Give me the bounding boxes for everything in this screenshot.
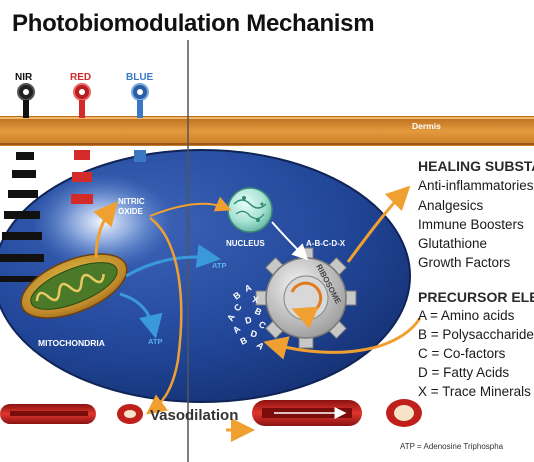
no-to-nucleus-arrow [149, 196, 232, 217]
mitochondria-organelle [20, 253, 128, 319]
svg-text:A: A [255, 340, 267, 352]
dermis-label: Dermis [412, 121, 441, 131]
letter-cluster: A B X C B A D C A D B A [225, 282, 268, 352]
healing-item: Analgesics [418, 198, 484, 213]
light-source-nir: NIR [0, 72, 46, 282]
vasodilation-label: Vasodilation [150, 407, 238, 424]
nucleus-to-ribosome-arrow [271, 221, 309, 261]
svg-text:B: B [231, 289, 242, 301]
atp-lower-label: ATP [148, 337, 162, 346]
ribosome-gear [255, 247, 357, 349]
atp-footnote: ATP = Adenosine Triphospha [400, 442, 504, 451]
precursor-item: C = Co-factors [418, 346, 506, 361]
light-source-red: RED [70, 72, 93, 204]
precursor-elements-heading: PRECURSOR ELEM [418, 289, 534, 305]
healing-item: Immune Boosters [418, 217, 524, 232]
healing-item: Anti-inflammatories [418, 178, 534, 193]
mito-to-no-arrow [93, 201, 118, 259]
svg-text:C: C [232, 301, 244, 313]
light-source-blue: BLUE [126, 72, 154, 162]
svg-text:D: D [244, 314, 253, 325]
precursor-item: D = Fatty Acids [418, 365, 510, 380]
precursor-item: X = Trace Minerals [418, 384, 531, 399]
mitochondria-label: MITOCHONDRIA [38, 338, 105, 348]
healing-item: Glutathione [418, 236, 488, 251]
no-to-vessel-arrow [146, 216, 183, 415]
red-label: RED [70, 72, 91, 83]
nucleus-label: NUCLEUS [226, 239, 265, 248]
healing-item: Growth Factors [418, 255, 511, 270]
sequence-label: A-B-C-D-X [306, 239, 346, 248]
svg-text:X: X [252, 294, 260, 305]
arrows [93, 185, 422, 415]
nir-label: NIR [15, 72, 33, 83]
precursor-item: A = Amino acids [418, 308, 515, 323]
nitric-oxide-label-line1: NITRIC [118, 197, 145, 206]
svg-text:D: D [249, 328, 258, 339]
svg-text:A: A [243, 282, 253, 294]
nitric-oxide-label-line2: OXIDE [118, 207, 144, 216]
healing-substances-heading: HEALING SUBSTAN [418, 158, 534, 174]
precursor-to-ribosome-arrow [263, 317, 422, 360]
nucleus-organelle [227, 187, 273, 233]
precursor-item: B = Polysaccharides [418, 327, 534, 342]
svg-text:A: A [225, 312, 237, 323]
atp-to-nucleus-arrow [125, 244, 221, 278]
ribosome-to-healing-arrow [346, 185, 411, 263]
dermis-layer: Dermis [0, 116, 534, 146]
blue-label: BLUE [126, 72, 154, 83]
blood-vessels [0, 399, 422, 442]
atp-down-arrow [119, 292, 163, 339]
svg-text:B: B [253, 306, 264, 318]
svg-text:C: C [257, 319, 268, 331]
atp-upper-label: ATP [212, 261, 226, 270]
svg-text:A: A [231, 323, 243, 335]
svg-text:B: B [239, 335, 250, 347]
page-title: Photobiomodulation Mechanism [12, 10, 375, 37]
